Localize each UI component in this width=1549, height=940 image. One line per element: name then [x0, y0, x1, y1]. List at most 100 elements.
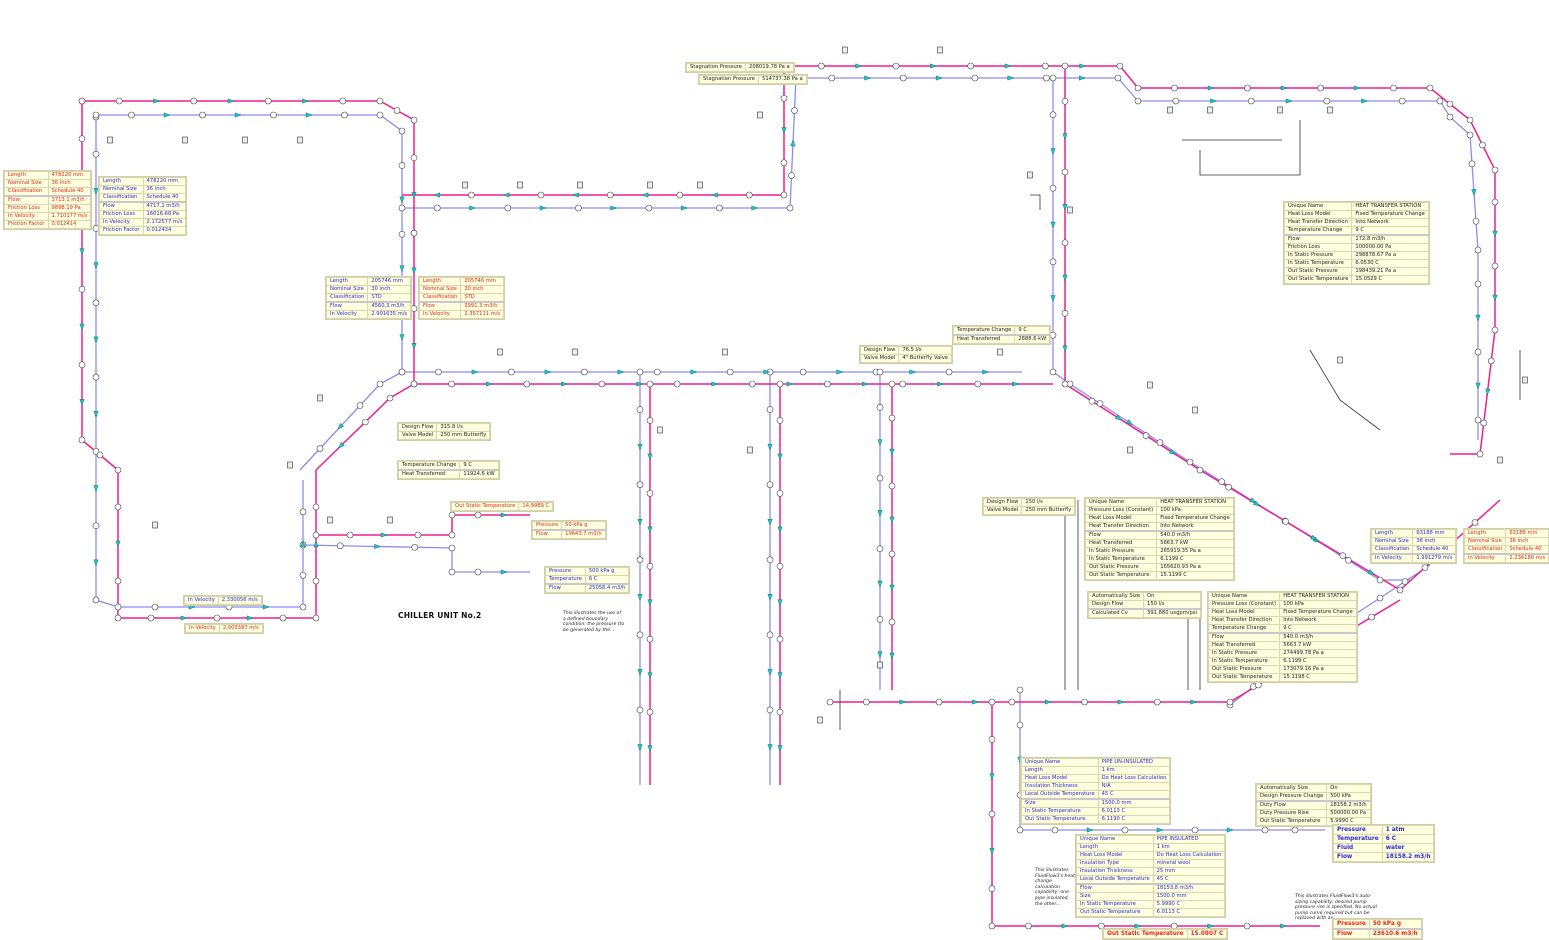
junction-node[interactable] [646, 380, 654, 388]
junction-node[interactable] [1186, 458, 1194, 466]
heat-exchanger-icon[interactable] [1167, 106, 1173, 114]
junction-node[interactable] [316, 445, 324, 452]
junction-node[interactable] [766, 406, 774, 413]
junction-node[interactable] [356, 402, 364, 409]
junction-node[interactable] [766, 556, 774, 564]
junction-node[interactable] [1468, 160, 1476, 168]
junction-node[interactable] [1016, 686, 1024, 694]
junction-node[interactable] [151, 603, 159, 611]
junction-node[interactable] [1474, 416, 1482, 424]
heat-exchanger-icon[interactable] [757, 111, 763, 119]
junction-node[interactable] [1061, 98, 1069, 105]
junction-node[interactable] [646, 708, 654, 716]
supply-main-top[interactable] [82, 100, 1053, 385]
junction-node[interactable] [213, 614, 221, 622]
junction-node[interactable] [1016, 721, 1024, 729]
heat-exchanger-icon[interactable] [1522, 376, 1528, 384]
heat-exchanger-icon[interactable] [1337, 356, 1343, 364]
junction-node[interactable] [876, 474, 884, 482]
junction-node[interactable] [967, 62, 974, 70]
junction-node[interactable] [1061, 239, 1069, 246]
heat-exchanger-icon[interactable] [817, 716, 823, 724]
junction-node[interactable] [899, 380, 906, 388]
return-main-top[interactable] [96, 114, 1022, 373]
junction-node[interactable] [1049, 368, 1057, 376]
junction-node[interactable] [673, 380, 681, 388]
junction-node[interactable] [1016, 826, 1024, 834]
junction-node[interactable] [312, 503, 320, 511]
junction-node[interactable] [1446, 113, 1454, 121]
junction-node[interactable] [114, 503, 122, 511]
junction-node[interactable] [1244, 84, 1251, 92]
heat-exchanger-icon[interactable] [327, 516, 333, 524]
junction-node[interactable] [971, 74, 979, 82]
junction-node[interactable] [312, 614, 320, 622]
junction-node[interactable] [114, 466, 122, 474]
junction-node[interactable] [1171, 84, 1178, 92]
heat-exchanger-icon[interactable] [1147, 381, 1153, 389]
junction-node[interactable] [312, 531, 320, 539]
junction-node[interactable] [1049, 111, 1057, 119]
junction-node[interactable] [410, 305, 418, 312]
junction-node[interactable] [128, 111, 135, 119]
junction-node[interactable] [1282, 518, 1290, 525]
heat-exchanger-icon[interactable] [572, 348, 578, 356]
heat-exchanger-icon[interactable] [577, 181, 583, 189]
junction-node[interactable] [448, 544, 456, 552]
heat-exchanger-icon[interactable] [1067, 206, 1073, 214]
junction-node[interactable] [1476, 450, 1484, 458]
junction-node[interactable] [1043, 74, 1050, 82]
heat-exchanger-icon[interactable] [182, 136, 188, 144]
junction-node[interactable] [414, 531, 422, 539]
junction-node[interactable] [92, 596, 100, 604]
junction-node[interactable] [716, 204, 723, 212]
junction-node[interactable] [780, 94, 788, 102]
junction-node[interactable] [1491, 262, 1499, 270]
junction-node[interactable] [448, 531, 456, 539]
junction-node[interactable] [1098, 922, 1105, 930]
junction-node[interactable] [876, 404, 884, 411]
junction-node[interactable] [776, 562, 784, 570]
junction-node[interactable] [1156, 439, 1164, 446]
junction-node[interactable] [892, 62, 900, 70]
junction-node[interactable] [888, 482, 896, 490]
junction-node[interactable] [824, 380, 831, 388]
junction-node[interactable] [537, 191, 545, 199]
heat-exchanger-icon[interactable] [287, 461, 293, 469]
junction-node[interactable] [508, 368, 515, 376]
junction-node[interactable] [1025, 922, 1032, 930]
junction-node[interactable] [1291, 826, 1299, 834]
junction-node[interactable] [636, 368, 644, 376]
junction-node[interactable] [78, 361, 86, 368]
junction-node[interactable] [264, 97, 272, 105]
junction-node[interactable] [1225, 483, 1232, 491]
junction-node[interactable] [1491, 198, 1499, 206]
junction-node[interactable] [780, 191, 788, 199]
junction-node[interactable] [988, 885, 996, 892]
junction-node[interactable] [410, 154, 418, 162]
junction-node[interactable] [1466, 116, 1474, 124]
junction-node[interactable] [362, 418, 369, 426]
heat-exchanger-icon[interactable] [242, 136, 248, 144]
junction-node[interactable] [1049, 258, 1057, 266]
junction-node[interactable] [799, 368, 807, 376]
junction-node[interactable] [776, 490, 784, 497]
junction-node[interactable] [386, 394, 394, 402]
junction-node[interactable] [435, 368, 442, 376]
junction-node[interactable] [270, 111, 277, 119]
junction-node[interactable] [523, 380, 531, 388]
junction-node[interactable] [1487, 357, 1495, 365]
heat-exchanger-icon[interactable] [1277, 106, 1283, 114]
heat-exchanger-icon[interactable] [1127, 446, 1133, 454]
heat-exchanger-icon[interactable] [317, 394, 323, 402]
junction-node[interactable] [474, 568, 482, 576]
